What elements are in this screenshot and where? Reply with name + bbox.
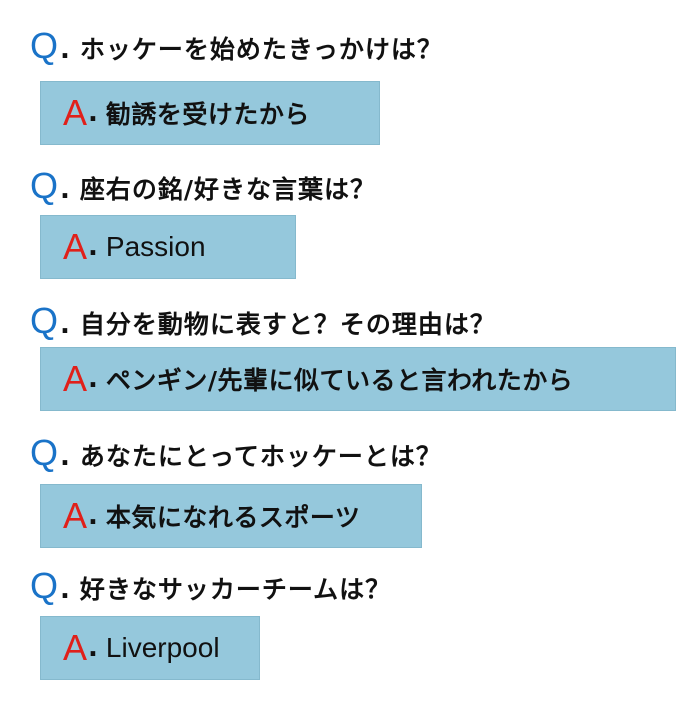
answer-box-3: A . ペンギン/先輩に似ていると言われたから xyxy=(40,347,676,411)
answer-box-5: A . Liverpool xyxy=(40,616,260,680)
answer-text-4: 本気になれるスポーツ xyxy=(105,503,361,532)
a-dot: . xyxy=(88,501,98,531)
answer-text-3: ペンギン/先輩に似ていると言われたから xyxy=(105,366,574,395)
question-text-5: 好きなサッカーチームは？ xyxy=(79,575,392,604)
q-marker: Q xyxy=(30,300,59,341)
question-text-2: 座右の銘/好きな言葉は？ xyxy=(79,175,377,204)
answer-text-2: Passion xyxy=(105,231,206,262)
q-dot: . xyxy=(60,175,70,205)
a-dot: . xyxy=(88,232,98,262)
q-dot: . xyxy=(60,35,70,65)
question-row-1: Q . ホッケーを始めたきっかけは？ xyxy=(30,28,443,66)
a-marker: A xyxy=(63,358,88,399)
a-marker: A xyxy=(63,627,88,668)
question-row-5: Q . 好きなサッカーチームは？ xyxy=(30,568,391,606)
question-row-3: Q . 自分を動物に表すと？その理由は？ xyxy=(30,303,496,341)
a-marker: A xyxy=(63,495,88,536)
answer-text-1: 勧誘を受けたから xyxy=(105,100,310,129)
q-marker: Q xyxy=(30,25,59,66)
a-marker: A xyxy=(63,226,88,267)
answer-box-2: A . Passion xyxy=(40,215,296,279)
question-row-2: Q . 座右の銘/好きな言葉は？ xyxy=(30,168,376,206)
q-marker: Q xyxy=(30,565,59,606)
a-dot: . xyxy=(88,633,98,663)
question-text-3: 自分を動物に表すと？その理由は？ xyxy=(79,310,496,339)
question-text-4: あなたにとってホッケーとは？ xyxy=(79,442,442,471)
question-row-4: Q . あなたにとってホッケーとは？ xyxy=(30,435,442,473)
q-dot: . xyxy=(60,310,70,340)
q-marker: Q xyxy=(30,432,59,473)
question-text-1: ホッケーを始めたきっかけは？ xyxy=(79,35,443,64)
q-marker: Q xyxy=(30,165,59,206)
a-dot: . xyxy=(88,364,98,394)
answer-box-1: A . 勧誘を受けたから xyxy=(40,81,380,145)
q-dot: . xyxy=(60,575,70,605)
q-dot: . xyxy=(60,442,70,472)
a-dot: . xyxy=(88,98,98,128)
answer-box-4: A . 本気になれるスポーツ xyxy=(40,484,422,548)
answer-text-5: Liverpool xyxy=(105,632,220,663)
a-marker: A xyxy=(63,92,88,133)
